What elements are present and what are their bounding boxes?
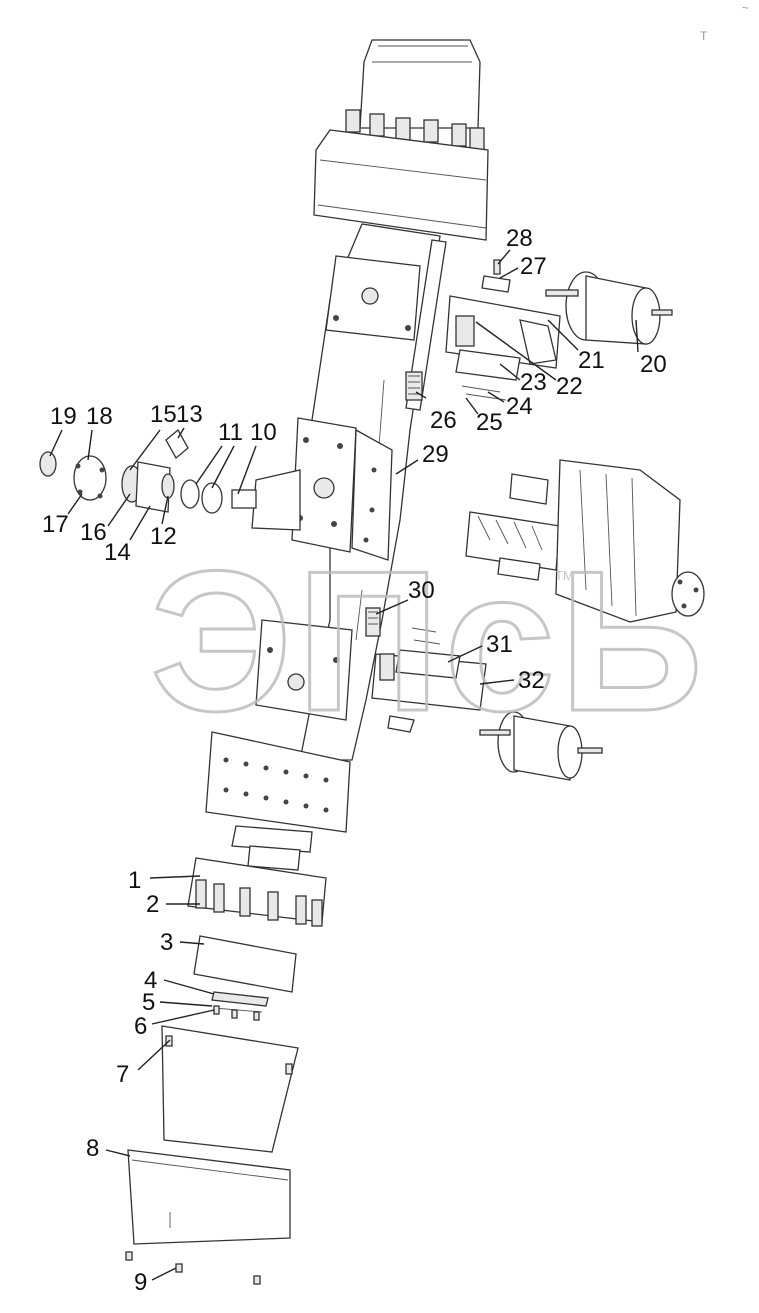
label-30: 30 — [408, 577, 435, 604]
leader-lines — [49, 249, 639, 1281]
label-23: 23 — [520, 369, 547, 396]
brake-drum-8 — [127, 1149, 291, 1245]
label-4: 4 — [144, 967, 157, 994]
label-22: 22 — [556, 373, 583, 400]
bearing-11b — [201, 482, 223, 514]
label-31: 31 — [486, 631, 513, 658]
label-28: 28 — [506, 225, 533, 252]
label-5: 5 — [142, 989, 155, 1016]
hub-flange-17 — [73, 455, 107, 501]
brake-backing-plate — [351, 428, 393, 561]
plate-13 — [165, 428, 189, 460]
bracket-bolts-22 — [455, 315, 475, 347]
pins-24-25 — [461, 385, 507, 401]
label-32: 32 — [518, 667, 545, 694]
hub-ring-3 — [193, 935, 297, 993]
watermark-text: ЭПсЬ — [150, 530, 707, 753]
label-7: 7 — [116, 1061, 129, 1088]
slack-adjuster-31 — [395, 649, 461, 679]
callout-labels: 1 2 3 4 5 6 7 8 9 10 11 12 13 14 15 16 1… — [42, 225, 667, 1296]
label-14: 14 — [104, 539, 131, 566]
watermark-tm: TM — [555, 568, 574, 583]
shim-5 — [213, 1007, 263, 1013]
left-hub-parts — [39, 428, 223, 514]
drum-7 — [161, 1025, 299, 1153]
upper-brake-drum — [313, 129, 489, 241]
label-24: 24 — [506, 393, 533, 420]
label-8: 8 — [86, 1135, 99, 1162]
label-3: 3 — [160, 929, 173, 956]
label-29: 29 — [422, 441, 449, 468]
lower-brake-plate — [205, 731, 351, 833]
ring-12 — [161, 473, 175, 499]
corner-mark-t: T — [700, 29, 708, 43]
label-26: 26 — [430, 407, 457, 434]
label-16: 16 — [80, 519, 107, 546]
bearing-11a — [180, 479, 200, 509]
gasket-4 — [211, 991, 269, 1007]
label-15: 15 — [150, 401, 177, 428]
spindle-body — [251, 469, 301, 531]
upper-brake-chamber-group — [445, 259, 673, 401]
lower-spring-seat — [255, 619, 353, 721]
lower-hub-assembly — [125, 731, 351, 1285]
lower-brake-chamber — [513, 715, 571, 781]
assembled-housing — [555, 459, 681, 623]
upper-hub-assembly — [313, 39, 489, 241]
label-10: 10 — [250, 419, 277, 446]
screws-6 — [213, 1005, 260, 1021]
hub-body-14 — [135, 461, 171, 513]
label-13: 13 — [176, 401, 203, 428]
hub-bolts-2 — [195, 879, 323, 927]
label-1: 1 — [128, 867, 141, 894]
knuckle-flange — [231, 417, 393, 561]
label-11: 11 — [218, 419, 243, 446]
assembled-view — [465, 459, 705, 623]
label-20: 20 — [640, 351, 667, 378]
label-21: 21 — [578, 347, 605, 374]
label-18: 18 — [86, 403, 113, 430]
slack-adjuster-23 — [455, 349, 521, 381]
upper-camshaft — [405, 239, 447, 411]
label-9: 9 — [134, 1269, 147, 1296]
hub-cap-19 — [39, 451, 57, 477]
label-25: 25 — [476, 409, 503, 436]
bolt-28 — [493, 259, 501, 275]
label-19: 19 — [50, 403, 77, 430]
clip-27 — [481, 275, 511, 293]
camshaft-spline-30 — [365, 607, 381, 637]
label-12: 12 — [150, 523, 177, 550]
label-2: 2 — [146, 891, 159, 918]
label-6: 6 — [134, 1013, 147, 1040]
lower-brake-chamber-group — [371, 627, 603, 781]
watermark: ЭПсЬ TM — [149, 529, 707, 755]
label-17: 17 — [42, 511, 69, 538]
label-27: 27 — [520, 253, 547, 280]
corner-mark-tilde: ~ — [742, 1, 749, 15]
lower-plate-holes — [223, 757, 329, 813]
spindle-10 — [231, 489, 257, 509]
